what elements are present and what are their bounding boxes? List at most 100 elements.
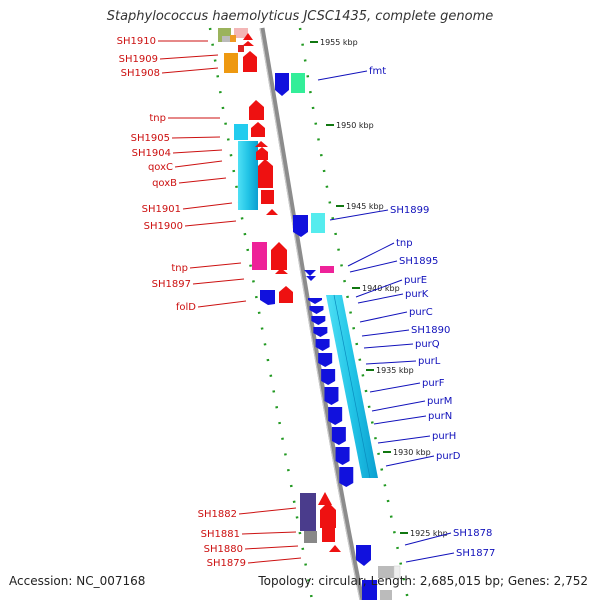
gene-sh1910-grey [222, 36, 230, 42]
gene-label-right: purC [409, 307, 433, 318]
gene-label-left: SH1882 [198, 509, 237, 520]
gene-pur-divider [333, 294, 371, 479]
gene-label-left: SH1909 [119, 54, 158, 65]
genome-backbone [259, 27, 365, 600]
gene-tnp-pink [252, 242, 267, 270]
genome-backbone-highlight [259, 27, 361, 600]
leader-line [385, 455, 435, 467]
inner-track-right [298, 27, 410, 600]
gene-reverse-arrow [293, 215, 308, 237]
gene-sh1901 [266, 209, 278, 215]
leader-line [355, 279, 403, 298]
gene-label-right: tnp [396, 238, 413, 249]
pur-operon-genes [308, 298, 354, 487]
gene-sh1877 [393, 565, 401, 579]
gene-label-left: SH1904 [132, 148, 171, 159]
gene-label-left: qoxB [152, 178, 177, 189]
gene-label-right: purE [404, 275, 427, 286]
left-gene-labels: SH1910SH1909SH1908tnpSH1905SH1904qoxCqox… [117, 36, 302, 569]
leader-line [161, 67, 219, 74]
leader-line [178, 177, 227, 184]
leader-line [405, 552, 455, 563]
gene-reverse-arrow [306, 276, 316, 281]
kbp-tick-label: 1950 kbp [336, 121, 374, 130]
gene-label-left: SH1901 [142, 204, 181, 215]
leader-line [171, 136, 221, 139]
leader-line [377, 435, 431, 444]
gene-label-right: fmt [369, 66, 386, 77]
leader-line [159, 54, 219, 60]
gene-tnp-right [320, 266, 334, 273]
gene-sh1881 [320, 502, 336, 528]
gene-label-right: SH1899 [390, 205, 429, 216]
pur-gene-arrow [328, 407, 343, 425]
gene-label-right: SH1895 [399, 256, 438, 267]
kbp-tick-label: 1930 kbp [393, 448, 431, 457]
gene-label-left: SH1897 [152, 279, 191, 290]
leader-line [369, 382, 421, 393]
gene-sh1882-forward [318, 492, 332, 505]
kbp-tick-label: 1925 kbp [410, 529, 448, 538]
gene-label-left: tnp [149, 113, 166, 124]
gene-label-left: SH1908 [121, 68, 160, 79]
pur-gene-arrow [324, 387, 339, 405]
gene-sh1881-grey [304, 531, 317, 543]
pur-gene-arrow [315, 339, 330, 351]
gene-label-right: SH1890 [411, 325, 450, 336]
gene-folD [279, 286, 293, 303]
gene-fmt [291, 73, 305, 93]
gene-label-right: SH1878 [453, 528, 492, 539]
leader-line [172, 149, 223, 154]
leader-line [182, 202, 233, 210]
gene-label-right: purN [428, 411, 452, 422]
leader-line [363, 343, 414, 349]
gene-sh1908 [224, 53, 238, 73]
gene-label-right: purK [405, 289, 429, 300]
leader-line [244, 545, 299, 550]
leader-line [359, 311, 408, 323]
pur-gene-arrow [308, 298, 322, 304]
gene-sh1882 [300, 493, 316, 531]
gene-label-right: purL [418, 356, 441, 367]
gene-tnp-forward [249, 100, 264, 120]
accession-text: Accession: NC_007168 [9, 574, 146, 588]
gene-forward-block [261, 190, 274, 204]
leader-line [349, 260, 398, 273]
gene-label-left: SH1910 [117, 36, 156, 47]
pur-gene-arrow [318, 353, 333, 367]
gene-qoxB [258, 159, 273, 188]
kbp-tick-label: 1940 kbp [362, 284, 400, 293]
gene-forward-arrow [243, 33, 253, 40]
pur-gene-arrow [309, 306, 324, 314]
leader-line [241, 531, 297, 535]
gene-bottom-blue [362, 580, 377, 600]
gene-reverse-arrow [275, 73, 289, 96]
gene-sh1908-forward [243, 51, 257, 72]
gene-qoxC [256, 147, 268, 160]
kbp-tick-label: 1945 kbp [346, 202, 384, 211]
gene-label-left: SH1880 [204, 544, 243, 555]
gene-sh1897 [275, 268, 288, 274]
gene-forward-arrow [255, 141, 268, 147]
pur-gene-arrow [335, 447, 350, 465]
leader-line [317, 70, 368, 81]
leader-line [189, 262, 242, 269]
gene-label-left: folD [176, 302, 196, 313]
gene-label-right: purM [427, 396, 452, 407]
gene-sh1905 [234, 124, 248, 140]
gene-reverse-arrow [260, 290, 275, 305]
pur-gene-arrow [331, 427, 346, 445]
kbp-tick-label: 1955 kbp [320, 38, 358, 47]
gene-label-right: purQ [415, 339, 440, 350]
gene-sh1904 [238, 141, 258, 210]
gene-top-pink [234, 28, 248, 38]
gene-forward-arrow [271, 242, 287, 270]
gene-sh1899 [311, 213, 325, 233]
gene-sh1909 [238, 45, 244, 52]
pur-gene-arrow [321, 369, 336, 385]
gene-label-right: purH [432, 431, 456, 442]
gene-label-left: SH1881 [201, 529, 240, 540]
leader-line [174, 160, 223, 168]
